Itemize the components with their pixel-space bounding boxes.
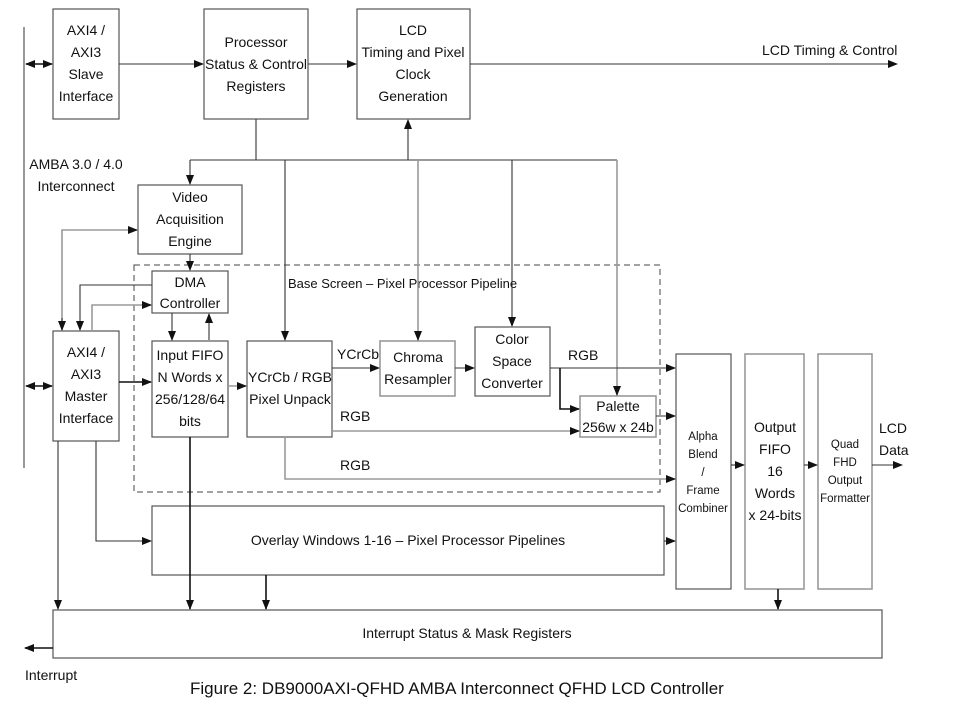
- svg-text:DMA: DMA: [174, 274, 206, 290]
- lcd-data-label-line2: Data: [879, 442, 909, 458]
- pipeline-group-label: Base Screen – Pixel Processor Pipeline: [288, 276, 517, 291]
- block-interrupt-status-mask-registers: Interrupt Status & Mask Registers: [52, 609, 883, 659]
- svg-text:Status & Control: Status & Control: [205, 56, 307, 72]
- connections: [24, 60, 903, 652]
- block-dma-controller: DMA Controller: [151, 270, 229, 314]
- svg-text:Frame: Frame: [686, 485, 719, 497]
- svg-text:Generation: Generation: [378, 88, 447, 104]
- figure-caption: Figure 2: DB9000AXI-QFHD AMBA Interconne…: [190, 679, 724, 698]
- svg-text:Pixel Unpack: Pixel Unpack: [249, 391, 332, 407]
- svg-text:FHD: FHD: [833, 457, 857, 469]
- svg-text:Acquisition: Acquisition: [156, 211, 224, 227]
- base-screen-pipeline-group: [133, 264, 661, 493]
- svg-text:Video: Video: [172, 189, 208, 205]
- svg-text:Processor: Processor: [224, 34, 287, 50]
- svg-text:Quad: Quad: [831, 439, 859, 451]
- lcd-data-label-line1: LCD: [879, 420, 907, 436]
- svg-text:Converter: Converter: [481, 375, 543, 391]
- svg-text:Output: Output: [828, 475, 863, 487]
- svg-text:Input FIFO: Input FIFO: [157, 347, 224, 363]
- block-processor-status-control-registers: Processor Status & Control Registers: [203, 8, 309, 120]
- block-output-fifo: Output FIFO 16 Words x 24-bits: [744, 353, 805, 590]
- svg-text:Registers: Registers: [226, 78, 285, 94]
- block-alpha-blend-frame-combiner: Alpha Blend / Frame Combiner: [675, 353, 732, 590]
- svg-text:Interrupt Status & Mask Regist: Interrupt Status & Mask Registers: [362, 625, 571, 641]
- block-chroma-resampler: Chroma Resampler: [379, 340, 456, 397]
- wire-master-dma: [91, 301, 152, 331]
- svg-text:Space: Space: [492, 353, 532, 369]
- block-video-acquisition-engine: Video Acquisition Engine: [137, 184, 243, 255]
- block-palette: Palette 256w x 24b: [579, 395, 657, 438]
- block-axi-slave-interface: AXI4 / AXI3 Slave Interface: [52, 8, 120, 120]
- svg-text:Clock: Clock: [395, 66, 431, 82]
- svg-text:Formatter: Formatter: [820, 493, 870, 505]
- interrupt-label: Interrupt: [25, 667, 77, 683]
- svg-text:Slave: Slave: [68, 66, 103, 82]
- svg-text:256w x 24b: 256w x 24b: [582, 419, 654, 435]
- svg-text:256/128/64: 256/128/64: [155, 391, 225, 407]
- wire-master-vae: [61, 226, 138, 330]
- svg-text:x 24-bits: x 24-bits: [749, 507, 802, 523]
- svg-text:AXI3: AXI3: [71, 366, 102, 382]
- svg-text:16: 16: [767, 463, 783, 479]
- block-quad-fhd-output-formatter: Quad FHD Output Formatter: [817, 353, 873, 590]
- block-color-space-converter: Color Space Converter: [474, 326, 551, 397]
- block-axi-master-interface: AXI4 / AXI3 Master Interface: [52, 330, 120, 442]
- svg-text:YCrCb / RGB: YCrCb / RGB: [248, 369, 332, 385]
- signal-label-rgb-bypass: RGB: [340, 457, 370, 473]
- block-pixel-unpack: YCrCb / RGB Pixel Unpack: [246, 340, 333, 438]
- svg-text:Interface: Interface: [59, 88, 114, 104]
- svg-text:Palette: Palette: [596, 398, 640, 414]
- svg-text:Chroma: Chroma: [393, 349, 443, 365]
- svg-text:AXI3: AXI3: [71, 44, 102, 60]
- block-overlay-windows: Overlay Windows 1-16 – Pixel Processor P…: [151, 505, 665, 576]
- bus-label-line2: Interconnect: [37, 178, 114, 194]
- svg-text:AXI4 /: AXI4 /: [67, 344, 105, 360]
- signal-label-ycrcb: YCrCb: [337, 346, 379, 362]
- svg-text:FIFO: FIFO: [759, 441, 791, 457]
- svg-text:Engine: Engine: [168, 233, 212, 249]
- svg-text:N Words x: N Words x: [157, 369, 222, 385]
- svg-text:Alpha: Alpha: [688, 431, 718, 443]
- block-input-fifo: Input FIFO N Words x 256/128/64 bits: [151, 340, 229, 438]
- svg-text:Interface: Interface: [59, 410, 114, 426]
- bus-label-line1: AMBA 3.0 / 4.0: [29, 156, 123, 172]
- wire-unpack-alpha-bypass: [284, 437, 676, 483]
- svg-text:Timing and Pixel: Timing and Pixel: [362, 44, 465, 60]
- svg-text:Master: Master: [65, 388, 108, 404]
- wire-master-overlay: [95, 441, 152, 545]
- svg-text:bits: bits: [179, 413, 201, 429]
- svg-text:Words: Words: [755, 485, 795, 501]
- lcd-timing-control-label: LCD Timing & Control: [762, 42, 897, 58]
- svg-text:Output: Output: [754, 419, 796, 435]
- svg-text:Color: Color: [495, 331, 529, 347]
- svg-text:Blend: Blend: [688, 449, 717, 461]
- svg-text:AXI4 /: AXI4 /: [67, 22, 105, 38]
- svg-text:/: /: [701, 467, 705, 479]
- wire-dma-master: [76, 284, 152, 331]
- signal-label-rgb-csc: RGB: [568, 347, 598, 363]
- svg-text:LCD: LCD: [399, 22, 427, 38]
- svg-text:Resampler: Resampler: [384, 371, 452, 387]
- svg-text:Combiner: Combiner: [678, 503, 728, 515]
- wire-csc-palette: [559, 368, 580, 413]
- signal-label-rgb-palette: RGB: [340, 408, 370, 424]
- block-lcd-timing-pixel-clock-generation: LCD Timing and Pixel Clock Generation: [356, 8, 471, 120]
- svg-text:Overlay Windows 1-16 – Pixel P: Overlay Windows 1-16 – Pixel Processor P…: [251, 532, 565, 548]
- svg-text:Controller: Controller: [160, 295, 221, 311]
